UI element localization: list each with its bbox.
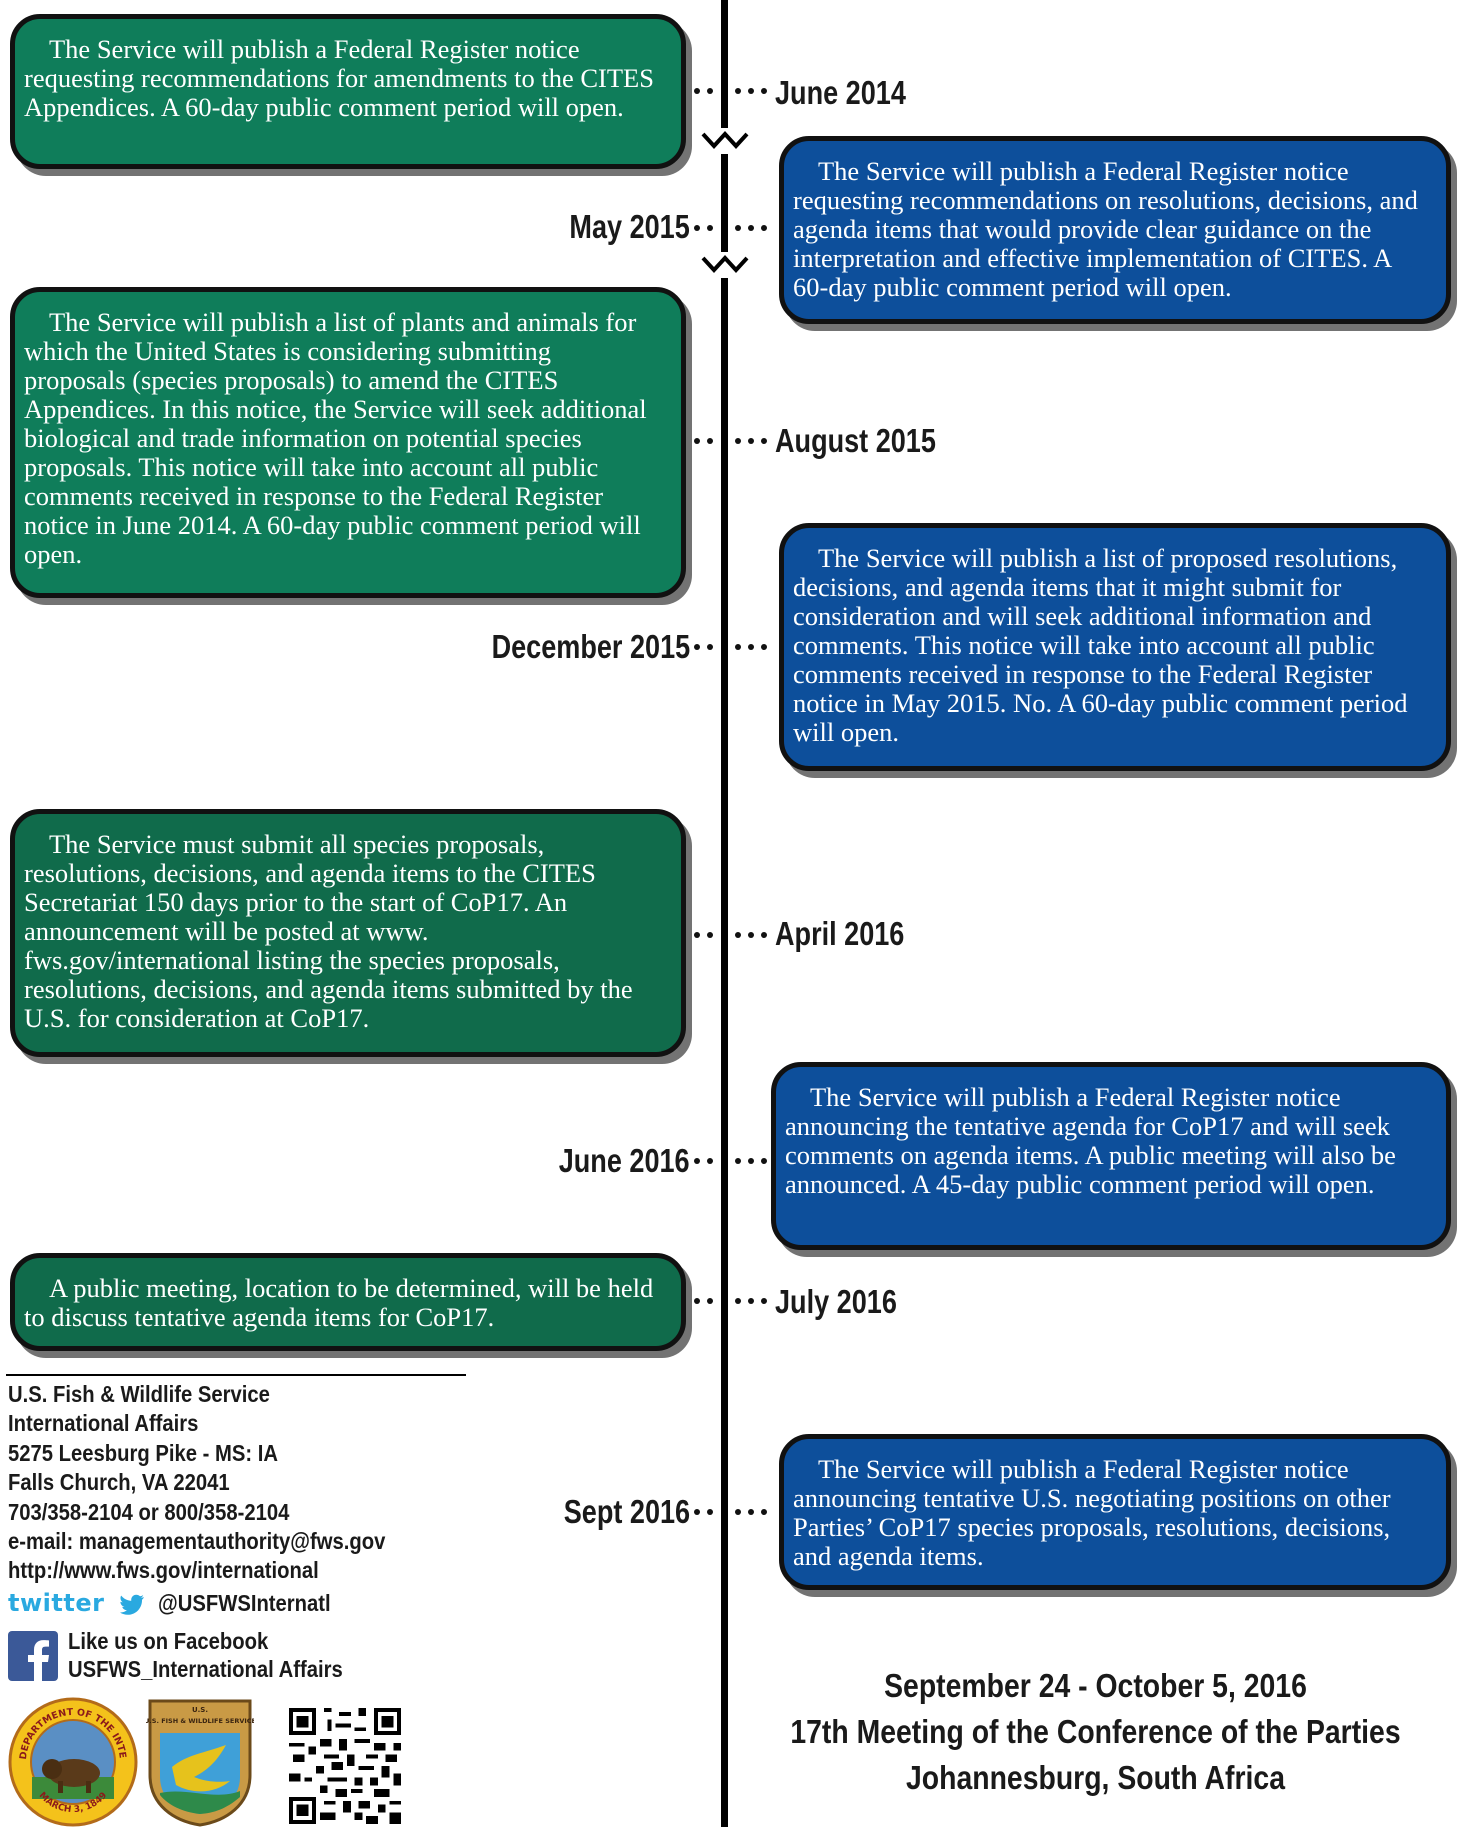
street-address: 5275 Leesburg Pike - MS: IA	[8, 1439, 278, 1466]
email-link[interactable]: e-mail: managementauthority@fws.gov	[8, 1528, 386, 1555]
date-label-may-2015: May 2015	[569, 208, 690, 245]
timeline-spine	[721, 0, 728, 1827]
svg-text:U.S.: U.S.	[192, 1706, 208, 1714]
bird-icon	[120, 1594, 144, 1615]
timeline-note-june-2016: The Service will publish a Federal Regis…	[771, 1062, 1451, 1250]
footer-divider	[6, 1374, 466, 1376]
twitter-handle[interactable]: @USFWSInternatl	[158, 1590, 331, 1616]
conference-location: Johannesburg, South Africa	[906, 1759, 1285, 1796]
fws-badge-text: U.S. FISH & WILDLIFE SERVICE	[146, 1717, 254, 1725]
interior-seal-icon: U.S. DEPARTMENT OF THE INTERIOR MARCH 3,…	[8, 1697, 138, 1827]
timeline-note-june-2014: The Service will publish a Federal Regis…	[10, 14, 686, 169]
city-address: Falls Church, VA 22041	[8, 1469, 230, 1496]
facebook-like-label[interactable]: Like us on Facebook	[68, 1628, 269, 1654]
timeline-note-april-2016: The Service must submit all species prop…	[10, 809, 686, 1057]
facebook-row[interactable]: Like us on Facebook USFWS_International …	[8, 1627, 408, 1687]
date-label-july-2016: July 2016	[775, 1283, 897, 1320]
conference-dates: September 24 - October 5, 2016	[884, 1667, 1307, 1704]
date-label-june-2016: June 2016	[559, 1142, 690, 1179]
timeline-note-july-2016: A public meeting, location to be determi…	[10, 1253, 686, 1351]
fws-badge-icon: U.S. U.S. FISH & WILDLIFE SERVICE	[146, 1699, 254, 1827]
date-label-sept-2016: Sept 2016	[563, 1493, 690, 1530]
twitter-logo-icon: twitter	[8, 1589, 105, 1617]
timeline-note-may-2015: The Service will publish a Federal Regis…	[779, 136, 1451, 324]
facebook-page-name[interactable]: USFWS_International Affairs	[68, 1656, 343, 1682]
conference-banner: September 24 - October 5, 2016 17th Meet…	[730, 1663, 1461, 1801]
date-label-december-2015: December 2015	[491, 628, 690, 665]
qr-code-icon[interactable]	[289, 1708, 401, 1824]
date-label-april-2016: April 2016	[775, 915, 905, 952]
date-label-june-2014: June 2014	[775, 74, 906, 111]
timeline-note-december-2015: The Service will publish a list of propo…	[779, 523, 1451, 771]
conference-title: 17th Meeting of the Conference of the Pa…	[790, 1713, 1401, 1750]
org-name: U.S. Fish & Wildlife Service	[8, 1381, 270, 1407]
date-label-august-2015: August 2015	[775, 422, 936, 459]
timeline-break-2	[700, 252, 750, 278]
facebook-icon	[8, 1631, 58, 1681]
phone-numbers: 703/358-2104 or 800/358-2104	[8, 1498, 290, 1525]
dept-name: International Affairs	[8, 1410, 199, 1437]
timeline-break-1	[700, 128, 750, 154]
footer-contact: U.S. Fish & Wildlife Service Internation…	[8, 1380, 385, 1586]
timeline-note-august-2015: The Service will publish a list of plant…	[10, 287, 686, 598]
website-link[interactable]: http://www.fws.gov/international	[8, 1557, 319, 1584]
timeline-note-sept-2016: The Service will publish a Federal Regis…	[779, 1434, 1451, 1590]
